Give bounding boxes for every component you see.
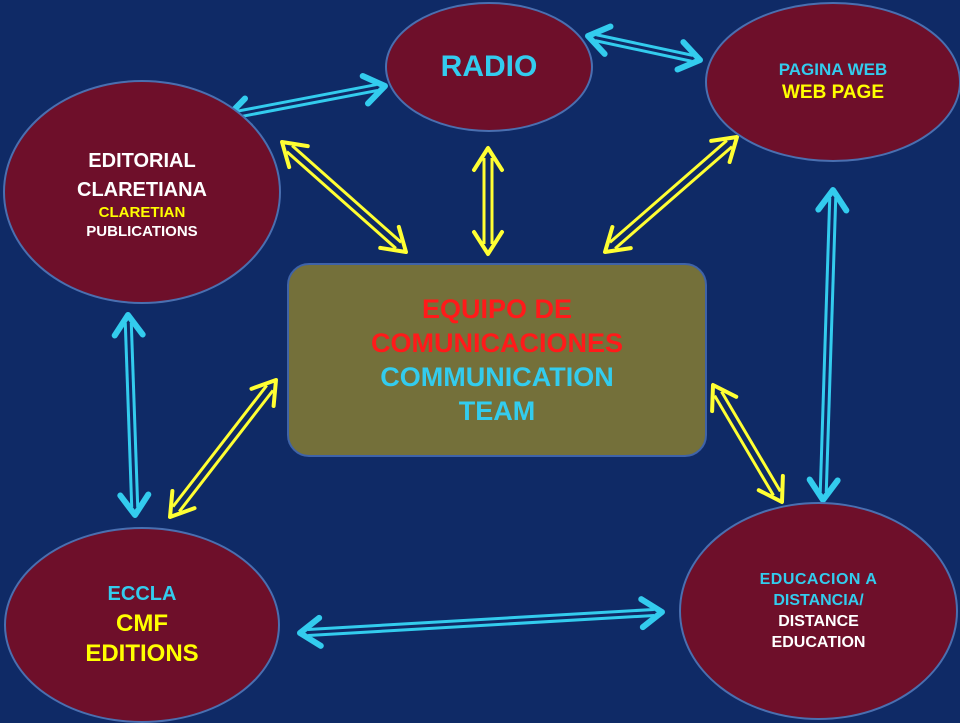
center-label-2: COMUNICACIONES	[370, 328, 623, 358]
arrow-center-radio	[472, 146, 504, 256]
node-editorial: EDITORIAL CLARETIANA CLARETIAN PUBLICATI…	[3, 80, 281, 304]
node-radio: RADIO	[385, 2, 593, 132]
web-label-en: WEB PAGE	[781, 82, 885, 103]
center-label-4: TEAM	[458, 396, 536, 426]
node-communication-team: EQUIPO DE COMUNICACIONES COMMUNICATION T…	[287, 263, 707, 457]
node-eccla: ECCLA CMF EDITIONS	[4, 527, 280, 723]
node-distance-education: EDUCACION A DISTANCIA/ DISTANCE EDUCATIO…	[679, 502, 958, 720]
education-label-3: DISTANCE	[778, 612, 859, 630]
arrow-editorial-eccla	[111, 312, 152, 518]
arrow-web-education	[806, 187, 850, 503]
editorial-label-4: PUBLICATIONS	[86, 223, 198, 240]
arrow-eccla-education	[297, 596, 665, 649]
center-label-1: EQUIPO DE	[421, 294, 573, 324]
education-label-1: EDUCACION A	[759, 570, 878, 588]
node-web-page: PAGINA WEB WEB PAGE	[705, 2, 960, 162]
arrow-center-editorial	[280, 140, 408, 254]
web-label-es: PAGINA WEB	[778, 60, 888, 79]
eccla-label-3: EDITIONS	[85, 639, 199, 667]
education-label-2: DISTANCIA/	[773, 591, 864, 609]
arrow-editorial-radio	[225, 73, 388, 129]
eccla-label-1: ECCLA	[107, 582, 177, 605]
education-label-4: EDUCATION	[771, 633, 866, 651]
eccla-label-2: CMF	[116, 609, 168, 637]
arrow-center-education	[710, 383, 785, 504]
arrow-center-eccla	[168, 378, 278, 519]
arrow-radio-web	[585, 23, 703, 73]
editorial-label-1: EDITORIAL	[88, 150, 196, 172]
radio-label: RADIO	[440, 50, 538, 83]
arrow-center-web	[603, 135, 739, 254]
editorial-label-3: CLARETIAN	[98, 204, 186, 221]
center-label-3: COMMUNICATION	[380, 362, 614, 392]
editorial-label-2: CLARETIANA	[77, 179, 207, 201]
